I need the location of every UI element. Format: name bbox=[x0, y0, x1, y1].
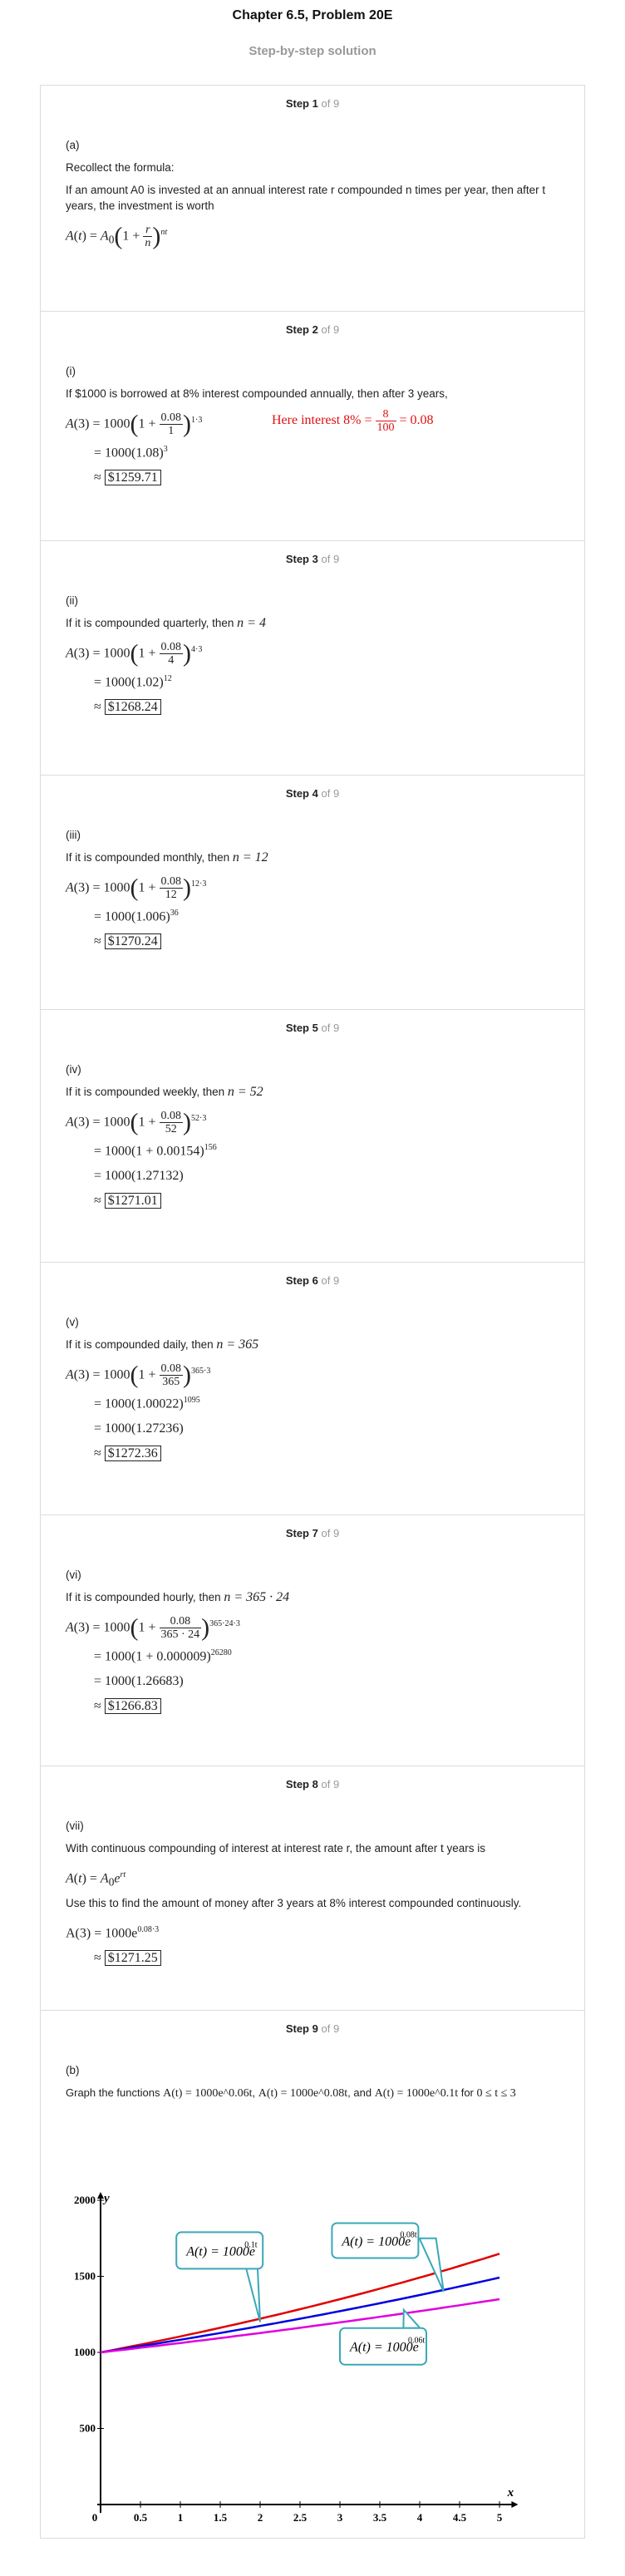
part-label: (b) bbox=[66, 2064, 80, 2076]
x-tick-label: 4.5 bbox=[453, 2511, 467, 2524]
page-title: Chapter 6.5, Problem 20E bbox=[232, 8, 393, 22]
y-tick-label: 2000 bbox=[74, 2194, 96, 2206]
step-text: If an amount A0 is invested at an annual… bbox=[66, 184, 546, 212]
equation: = 1000(1 + 0.00154)156 bbox=[94, 1143, 217, 1159]
part-label: (v) bbox=[66, 1316, 79, 1328]
step-card-5: Step 5 of 9 (iv) If it is compounded wee… bbox=[40, 1009, 585, 1262]
step-card-2: Step 2 of 9 (i) If $1000 is borrowed at … bbox=[40, 311, 585, 540]
step-card-4: Step 4 of 9 (iii) If it is compounded mo… bbox=[40, 775, 585, 1009]
equation: = 1000(1.27236) bbox=[94, 1421, 184, 1436]
step-header: Step 6 of 9 bbox=[285, 1274, 340, 1287]
equation: = 1000(1.006)36 bbox=[94, 909, 179, 924]
step-text: If it is compounded hourly, then n = 365… bbox=[66, 1590, 290, 1604]
part-label: (ii) bbox=[66, 594, 78, 607]
step-text: If it is compounded daily, then n = 365 bbox=[66, 1337, 259, 1352]
part-label: (iii) bbox=[66, 829, 81, 841]
step-card-1: Step 1 of 9 (a) Recollect the formula: I… bbox=[40, 85, 585, 311]
step-card-6: Step 6 of 9 (v) If it is compounded dail… bbox=[40, 1262, 585, 1515]
callout-label: A(t) = 1000e bbox=[341, 2234, 411, 2248]
x-axis-label: x bbox=[507, 2486, 514, 2500]
x-tick-label: 3.5 bbox=[373, 2511, 387, 2524]
step-card-7: Step 7 of 9 (vi) If it is compounded hou… bbox=[40, 1515, 585, 1766]
x-tick-label: 4 bbox=[417, 2511, 423, 2524]
part-label: (a) bbox=[66, 139, 80, 151]
answer: ≈ $1272.36 bbox=[66, 1441, 564, 1466]
callout-label: A(t) = 1000e bbox=[185, 2244, 255, 2258]
answer: ≈ $1270.24 bbox=[66, 929, 564, 954]
callout-box bbox=[339, 2327, 427, 2366]
step-header: Step 7 of 9 bbox=[285, 1527, 340, 1539]
step-text: If it is compounded quarterly, then n = … bbox=[66, 616, 266, 630]
part-label: (iv) bbox=[66, 1063, 81, 1076]
x-tick-label: 0 bbox=[92, 2511, 98, 2524]
step-header: Step 4 of 9 bbox=[285, 787, 340, 800]
x-axis-arrow bbox=[511, 2501, 519, 2508]
step-header: Step 3 of 9 bbox=[285, 553, 340, 565]
page-subtitle: Step-by-step solution bbox=[249, 44, 376, 58]
step-card-8: Step 8 of 9 (vii) With continuous compou… bbox=[40, 1766, 585, 2010]
x-tick-label: 1 bbox=[178, 2511, 184, 2524]
equation: = 1000(1.08)3 bbox=[94, 445, 168, 461]
y-axis-label: y bbox=[102, 2192, 110, 2205]
y-tick-label: 1000 bbox=[74, 2346, 96, 2358]
series-line bbox=[100, 2253, 500, 2354]
step-text: If it is compounded weekly, then n = 52 bbox=[66, 1085, 263, 1099]
callout-exponent: 0.08t bbox=[400, 2230, 417, 2239]
answer: ≈ $1259.71 bbox=[66, 465, 564, 490]
step-text: If $1000 is borrowed at 8% interest comp… bbox=[66, 387, 448, 400]
series-line bbox=[100, 2276, 500, 2354]
x-tick-label: 0.5 bbox=[134, 2511, 148, 2524]
y-axis-arrow bbox=[97, 2192, 104, 2199]
equation: = 1000(1.02)12 bbox=[94, 674, 172, 690]
y-tick-label: 1500 bbox=[74, 2270, 96, 2283]
x-tick-label: 1.5 bbox=[214, 2511, 228, 2524]
part-label: (vii) bbox=[66, 1820, 84, 1832]
equation: = 1000(1.26683) bbox=[94, 1674, 184, 1689]
callout-exponent: 0.1t bbox=[244, 2240, 258, 2249]
step-header: Step 1 of 9 bbox=[285, 97, 340, 110]
step-header: Step 2 of 9 bbox=[285, 323, 340, 336]
answer: ≈ $1268.24 bbox=[66, 695, 564, 720]
y-tick-label: 500 bbox=[80, 2422, 96, 2435]
x-tick-label: 3 bbox=[337, 2511, 343, 2524]
part-label: (vi) bbox=[66, 1569, 81, 1581]
part-label: (i) bbox=[66, 365, 76, 377]
step-text: If it is compounded monthly, then n = 12 bbox=[66, 850, 268, 864]
growth-chart: x y 0 0.5 1 1.5 2 2.5 3 3.5 4 4.5 5 500 1000 1500 2000A(… bbox=[74, 2192, 519, 2524]
equation: = 1000(1.27132) bbox=[94, 1169, 184, 1184]
equation: = 1000(1.00022)1095 bbox=[94, 1396, 200, 1411]
callout-box bbox=[331, 2222, 420, 2259]
formula: A(t) = A0ert bbox=[66, 1870, 126, 1889]
step-text: Recollect the formula: bbox=[66, 161, 175, 174]
step-card-9: Step 9 of 9 (b) Graph the functions A(t)… bbox=[40, 2010, 585, 2539]
callout-pointer bbox=[418, 2237, 445, 2293]
step-text: Graph the functions A(t) = 1000e^0.06t, … bbox=[66, 2086, 516, 2100]
step-text: With continuous compounding of interest … bbox=[66, 1842, 486, 1854]
step-header: Step 5 of 9 bbox=[285, 1022, 340, 1034]
callout-box bbox=[175, 2231, 264, 2270]
answer: ≈ $1266.83 bbox=[66, 1694, 564, 1719]
step-header: Step 8 of 9 bbox=[285, 1778, 340, 1790]
equation: = 1000(1 + 0.000009)26280 bbox=[94, 1648, 232, 1664]
x-tick-label: 2.5 bbox=[293, 2511, 308, 2524]
x-tick-label: 2 bbox=[258, 2511, 263, 2524]
answer: ≈ $1271.01 bbox=[66, 1189, 564, 1214]
step-header: Step 9 of 9 bbox=[285, 2022, 340, 2035]
answer: ≈ $1271.25 bbox=[66, 1946, 564, 1971]
series-line bbox=[100, 2298, 500, 2354]
equation: A(3) = 1000e0.08·3 bbox=[66, 1924, 160, 1940]
step-card-3: Step 3 of 9 (ii) If it is compounded qua… bbox=[40, 540, 585, 775]
step-text: Use this to find the amount of money aft… bbox=[66, 1896, 522, 1909]
callout-label: A(t) = 1000e bbox=[349, 2341, 419, 2355]
x-tick-label: 5 bbox=[497, 2511, 503, 2524]
callout-exponent: 0.06t bbox=[408, 2337, 426, 2346]
